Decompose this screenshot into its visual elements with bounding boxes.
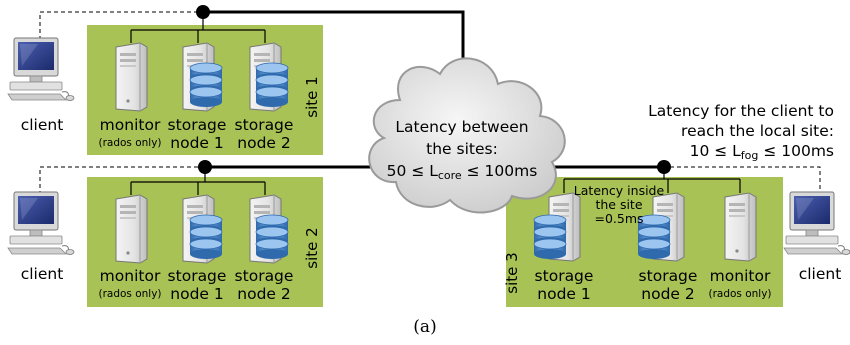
site-3-node-2-label: storage [638, 267, 698, 285]
client1-link [39, 11, 203, 40]
site-1-node-1-label: monitor [99, 116, 161, 134]
site-2-node-1-sublabel: (rados only) [98, 288, 162, 300]
fog-latency-formula: 10 ≤ Lfog ≤ 100ms [689, 142, 834, 162]
site-3-monitor-server-icon [724, 192, 757, 262]
site-3-node-2-sublabel: node 2 [641, 285, 695, 303]
client-2-label: client [20, 265, 64, 283]
site-3-node-1-sublabel: node 1 [537, 285, 591, 303]
client-1-computer-icon [7, 37, 75, 101]
site-3-node-3-label: monitor [709, 267, 771, 285]
site-2-node-2-sublabel: node 1 [170, 285, 224, 303]
site-1-junction-dot [196, 5, 210, 19]
site-1-storage-node-2-disk-icon [255, 62, 289, 108]
client-1-label: client [20, 116, 64, 134]
intra-site-latency-line-1: Latency inside [573, 183, 665, 198]
site-3-node-1-label: storage [534, 267, 594, 285]
link-site1-cloud [203, 10, 465, 58]
intra-site-latency-note: Latency inside the site =0.5ms [565, 184, 673, 226]
wan-links [203, 10, 664, 169]
figure-caption: (a) [413, 317, 437, 337]
client-links [39, 11, 821, 196]
site-2-node-3-label: storage [234, 267, 294, 285]
core-latency-formula: 50 ≤ Lcore ≤ 100ms [386, 162, 538, 182]
client2-link [39, 166, 205, 195]
site-1-node-2-label: storage [167, 116, 227, 134]
site-1-node-1-sublabel: (rados only) [98, 137, 162, 149]
site-1-node-2-sublabel: node 1 [170, 134, 224, 152]
site-2-node-3-sublabel: node 2 [237, 285, 291, 303]
site-3-storage-node-1-disk-icon [533, 214, 567, 260]
client3-link [664, 166, 821, 196]
site-1-monitor-server-icon [115, 42, 148, 112]
site-2-monitor-server-icon [115, 194, 148, 264]
site-2-node-2-label: storage [167, 267, 227, 285]
client-2-computer-icon [7, 191, 75, 255]
site-2-junction-dot [198, 160, 212, 174]
core-latency-line-2: the sites: [426, 140, 498, 158]
fog-latency-line-1: Latency for the client to [648, 102, 834, 120]
core-latency-note: Latency between the sites: 50 ≤ Lcore ≤ … [367, 116, 557, 187]
core-latency-line-1: Latency between [395, 118, 529, 136]
client-3-computer-icon [783, 191, 850, 255]
site-2-node-1-label: monitor [99, 267, 161, 285]
fog-latency-line-2: reach the local site: [681, 122, 834, 140]
site-2-storage-node-2-disk-icon [255, 214, 289, 260]
site-3-node-3-sublabel: (rados only) [708, 288, 772, 300]
site-1-storage-node-1-disk-icon [189, 62, 223, 108]
site-2-bus [130, 167, 266, 195]
site-1-node-3-label: storage [234, 116, 294, 134]
cloud-icon [368, 57, 566, 214]
site-2-storage-node-1-disk-icon [189, 214, 223, 260]
intra-site-latency-line-2: the site [595, 197, 643, 212]
site-1-node-3-sublabel: node 2 [237, 134, 291, 152]
intra-site-latency-line-3: =0.5ms [594, 211, 644, 226]
site-3-junction-dot [657, 160, 671, 174]
fog-latency-note: Latency for the client to reach the loca… [648, 101, 834, 166]
client-3-label: client [798, 265, 842, 283]
